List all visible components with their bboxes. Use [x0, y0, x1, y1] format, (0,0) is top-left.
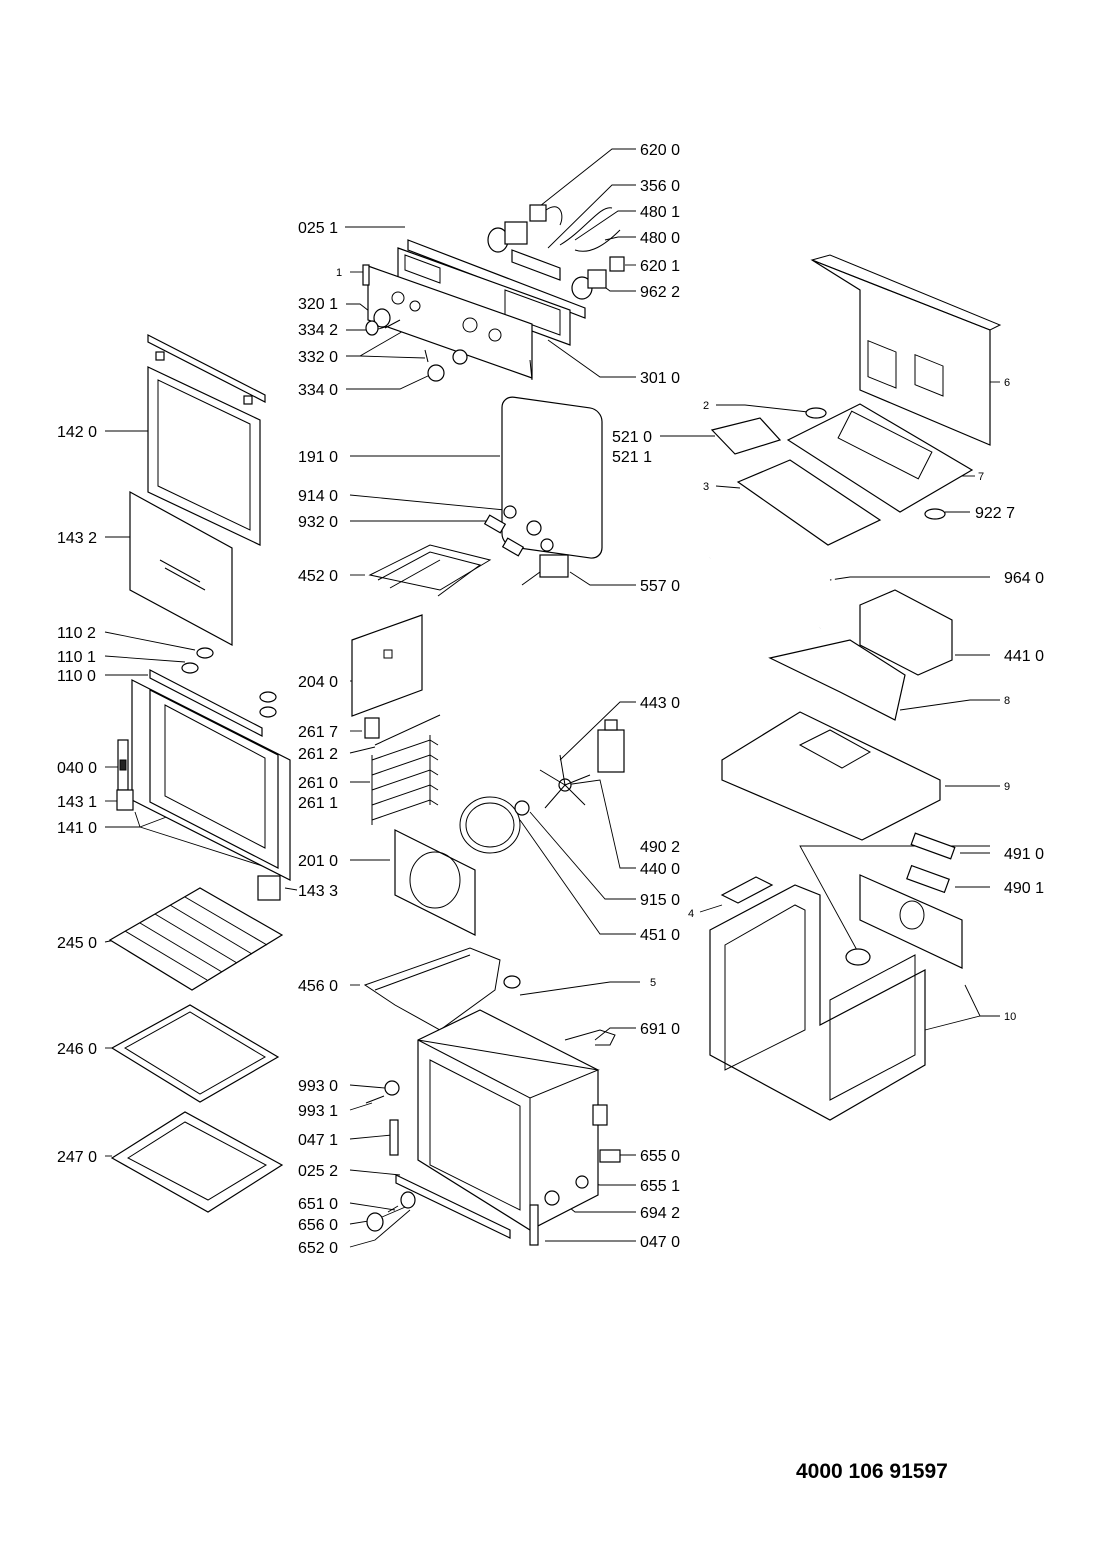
- callout-110-1: 110 1: [57, 649, 96, 666]
- callout-480-0: 480 0: [640, 230, 680, 247]
- callout-443-0: 443 0: [640, 695, 680, 712]
- callout-143-1: 143 1: [57, 794, 97, 811]
- callout-110-0: 110 0: [57, 668, 96, 685]
- callout-480-1: 480 1: [640, 204, 680, 221]
- callout-142-0: 142 0: [57, 424, 97, 441]
- callout-261-2: 261 2: [298, 746, 338, 763]
- racks-and-trays-group: [108, 887, 284, 1213]
- callout-201-0: 201 0: [298, 853, 338, 870]
- callout-040-0: 040 0: [57, 760, 97, 777]
- door-group: [116, 334, 291, 901]
- callout-491-0: 491 0: [1004, 846, 1044, 863]
- callout-656-0: 656 0: [298, 1217, 338, 1234]
- oven-cavity-group: [365, 975, 621, 1246]
- callout-047-0: 047 0: [640, 1234, 680, 1251]
- callout-993-1: 993 1: [298, 1103, 338, 1120]
- callout-962-2: 962 2: [640, 284, 680, 301]
- callout-110-2: 110 2: [57, 625, 96, 642]
- callout-655-1: 655 1: [640, 1178, 680, 1195]
- ref-4: 4: [688, 908, 694, 920]
- ref-1: 1: [336, 267, 342, 279]
- callout-191-0: 191 0: [298, 449, 338, 466]
- callout-557-0: 557 0: [640, 578, 680, 595]
- ref-10: 10: [1004, 1011, 1016, 1023]
- callout-452-0: 452 0: [298, 568, 338, 585]
- callout-521-1: 521 1: [612, 449, 652, 466]
- callout-047-1: 047 1: [298, 1132, 338, 1149]
- ref-6: 6: [1004, 377, 1010, 389]
- callout-261-1: 261 1: [298, 795, 338, 812]
- callout-356-0: 356 0: [640, 178, 680, 195]
- control-panel-group: [362, 204, 625, 382]
- callout-025-2: 025 2: [298, 1163, 338, 1180]
- callout-456-0: 456 0: [298, 978, 338, 995]
- callout-451-0: 451 0: [640, 927, 680, 944]
- ref-5: 5: [650, 977, 656, 989]
- callout-620-0: 620 0: [640, 142, 680, 159]
- callout-261-0: 261 0: [298, 775, 338, 792]
- callout-914-0: 914 0: [298, 488, 338, 505]
- callout-651-0: 651 0: [298, 1196, 338, 1213]
- callout-141-0: 141 0: [57, 820, 97, 837]
- callout-334-0: 334 0: [298, 382, 338, 399]
- callout-521-0: 521 0: [612, 429, 652, 446]
- part-callouts: 620 0 356 0 480 1 480 0 620 1 962 2 025 …: [57, 142, 1044, 1257]
- callout-204-0: 204 0: [298, 674, 338, 691]
- callout-964-0: 964 0: [1004, 570, 1044, 587]
- ref-3: 3: [703, 481, 709, 493]
- document-number: 4000 106 91597: [796, 1460, 948, 1483]
- callout-691-0: 691 0: [640, 1021, 680, 1038]
- ref-8: 8: [1004, 695, 1010, 707]
- callout-490-1: 490 1: [1004, 880, 1044, 897]
- ref-9: 9: [1004, 781, 1010, 793]
- callout-143-3: 143 3: [298, 883, 338, 900]
- callout-143-2: 143 2: [57, 530, 97, 547]
- callout-922-7: 922 7: [975, 505, 1015, 522]
- ref-7: 7: [978, 471, 984, 483]
- callout-694-2: 694 2: [640, 1205, 680, 1222]
- callout-320-1: 320 1: [298, 296, 338, 313]
- callout-440-0: 440 0: [640, 861, 680, 878]
- cavity-accessories-group: [351, 396, 625, 1031]
- callout-245-0: 245 0: [57, 935, 97, 952]
- ref-2: 2: [703, 400, 709, 412]
- callout-025-1: 025 1: [298, 220, 338, 237]
- callout-932-0: 932 0: [298, 514, 338, 531]
- callout-620-1: 620 1: [640, 258, 680, 275]
- callout-655-0: 655 0: [640, 1148, 680, 1165]
- reference-numbers: 1 2 3 4 5 6 7 8 9 10: [336, 267, 1016, 1023]
- callout-246-0: 246 0: [57, 1041, 97, 1058]
- housing-group: [709, 254, 1002, 1121]
- callout-993-0: 993 0: [298, 1078, 338, 1095]
- callout-441-0: 441 0: [1004, 648, 1044, 665]
- callout-332-0: 332 0: [298, 349, 338, 366]
- callout-301-0: 301 0: [640, 370, 680, 387]
- callout-334-2: 334 2: [298, 322, 338, 339]
- callout-915-0: 915 0: [640, 892, 680, 909]
- callout-261-7: 261 7: [298, 724, 338, 741]
- callout-247-0: 247 0: [57, 1149, 97, 1166]
- callout-490-2: 490 2: [640, 839, 680, 856]
- callout-652-0: 652 0: [298, 1240, 338, 1257]
